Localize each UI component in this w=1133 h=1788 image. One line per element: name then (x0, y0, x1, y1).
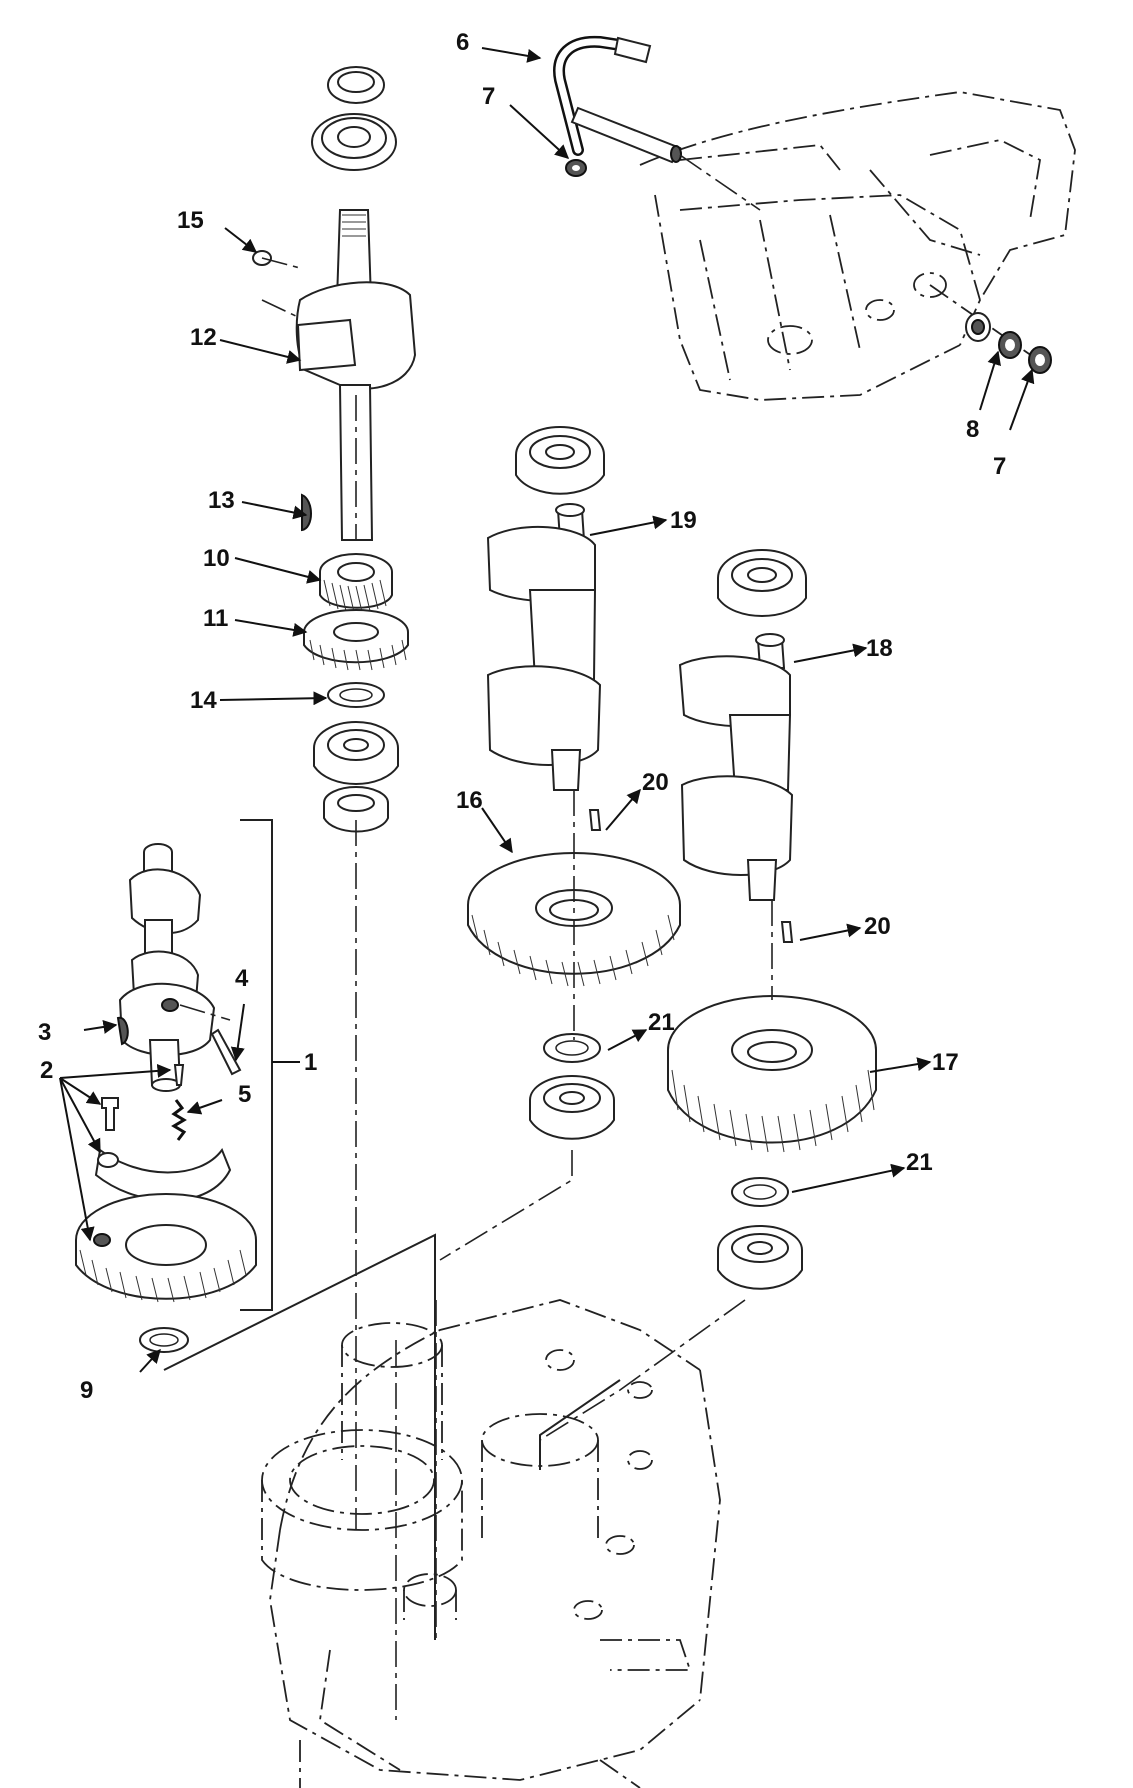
callout-14: 14 (190, 687, 217, 714)
callout-17: 17 (932, 1049, 959, 1076)
callout-5: 5 (238, 1081, 251, 1108)
callout-20-lower: 20 (864, 913, 891, 940)
callout-7-top: 7 (482, 83, 495, 110)
balance-shaft-19 (467, 426, 681, 1140)
callout-13: 13 (208, 487, 235, 514)
crankshaft-assembly (252, 66, 417, 541)
callout-1: 1 (304, 1049, 317, 1076)
callout-19: 19 (670, 507, 697, 534)
camshaft-assembly (75, 819, 273, 1353)
crank-gear-large (303, 609, 409, 671)
callout-6: 6 (456, 29, 469, 56)
callout-10: 10 (203, 545, 230, 572)
crank-gear-small (319, 553, 393, 613)
callout-11: 11 (203, 605, 228, 632)
balance-shaft-18 (667, 549, 877, 1290)
callout-16: 16 (456, 787, 483, 814)
callout-9: 9 (80, 1377, 93, 1404)
oil-tube (553, 35, 761, 211)
assembly-center-lines (163, 257, 746, 1720)
callout-3: 3 (38, 1019, 51, 1046)
callout-15: 15 (177, 207, 204, 234)
callout-21-upper: 21 (648, 1009, 675, 1036)
callout-8: 8 (966, 416, 979, 443)
callout-12: 12 (190, 324, 217, 351)
callout-labels: 1 2 3 4 5 6 7 7 8 9 10 11 12 13 14 15 16… (38, 29, 1006, 1404)
upper-housing (639, 91, 1076, 401)
callout-2: 2 (40, 1057, 53, 1084)
thrust-washer-14 (327, 682, 385, 708)
callout-7-right: 7 (993, 453, 1006, 480)
washer-top (565, 159, 587, 177)
callout-4: 4 (235, 965, 249, 992)
callout-21-lower: 21 (906, 1149, 933, 1176)
crank-lower-bearing (313, 721, 399, 833)
callout-leaders (59, 47, 1035, 1373)
lower-housing (261, 1299, 721, 1788)
housing-washers (965, 312, 1052, 374)
callout-20-upper: 20 (642, 769, 669, 796)
callout-18: 18 (866, 635, 893, 662)
